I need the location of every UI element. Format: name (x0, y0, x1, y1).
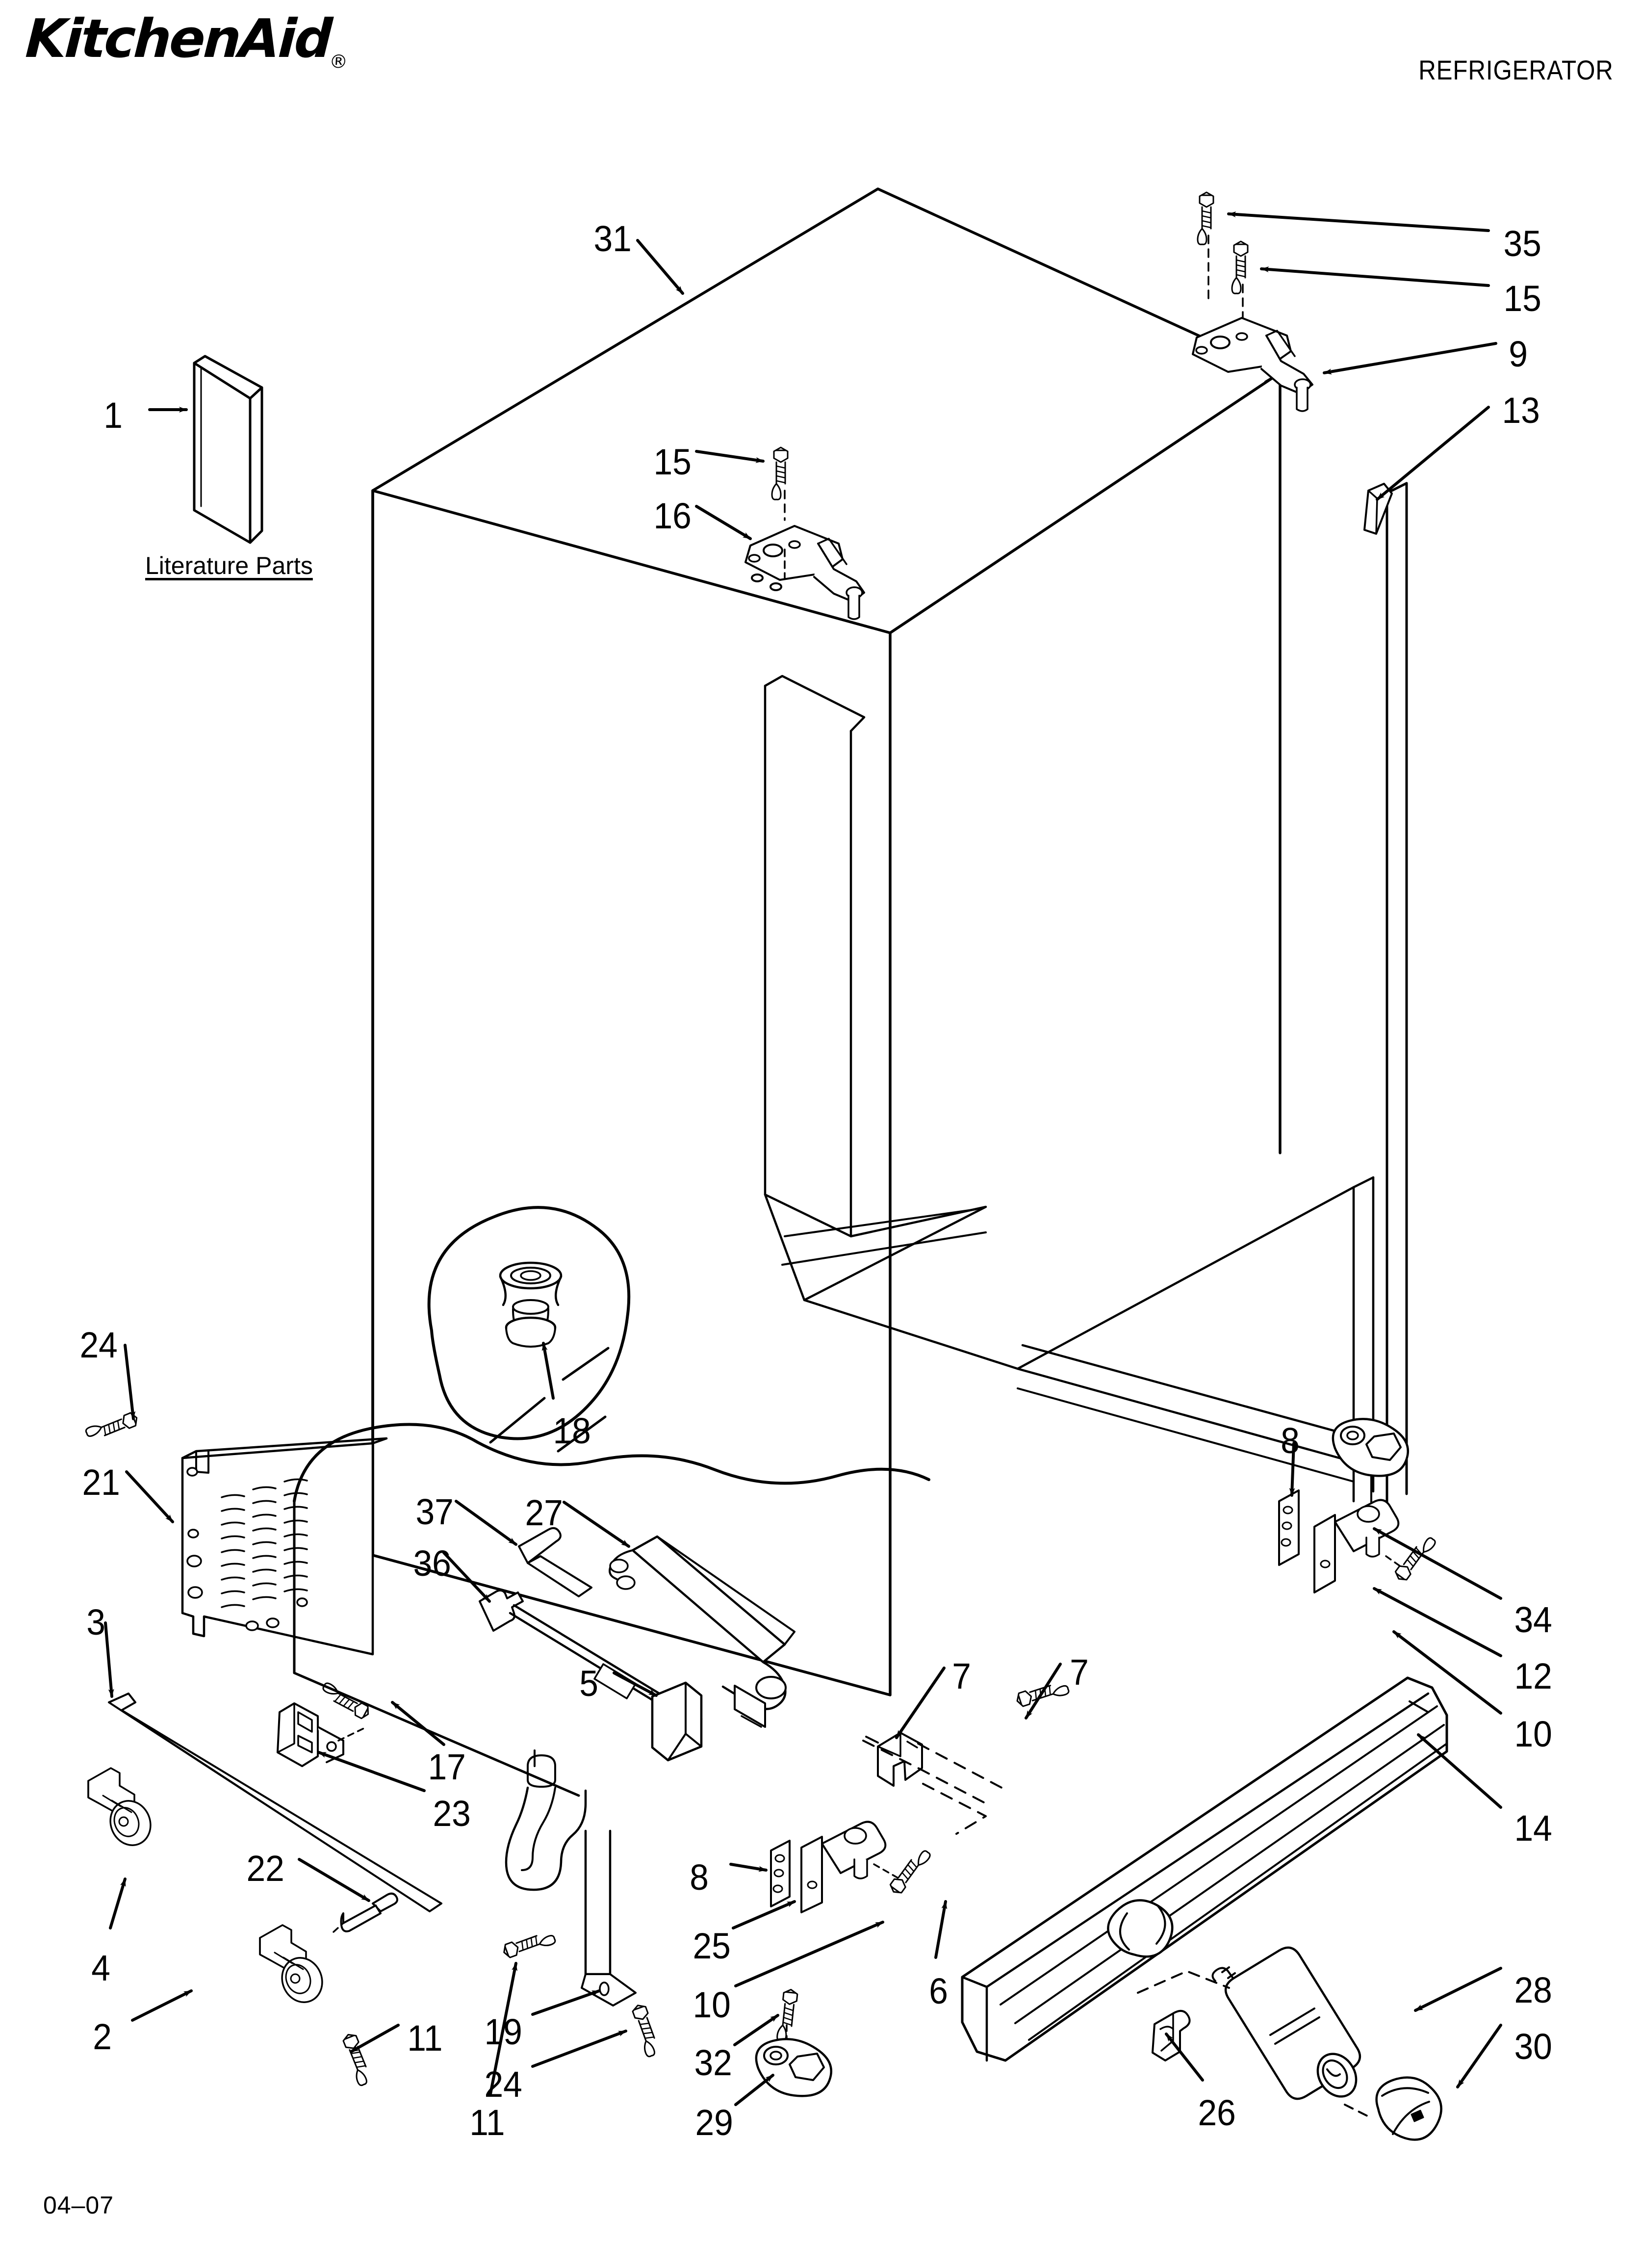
base-grille-drawing (961, 1676, 1448, 2062)
callout-screw-roller-2: 11 (469, 2102, 505, 2143)
revision-date-code: 04–07 (43, 2191, 114, 2219)
grommet-plug-drawing (499, 1261, 563, 1348)
callout-compressor-cover-block: 5 (579, 1663, 598, 1704)
callout-filter-retainer-clip: 26 (1198, 2092, 1236, 2133)
callout-screw-clip-left: 7 (952, 1656, 971, 1696)
callout-screw-leveling-right: 10 (1514, 1714, 1552, 1754)
top-hinge-left-drawing (744, 447, 865, 620)
callout-leveling-bracket: 25 (693, 1926, 731, 1966)
cabinet-brace-rod-drawing (108, 1693, 442, 1912)
callout-tube-connector: 37 (415, 1491, 454, 1532)
leader-lines (104, 211, 1502, 2106)
callout-leveling-cam-right: 34 (1514, 1599, 1552, 1640)
grille-clip-drawing (862, 1678, 1070, 1835)
callout-lower-hinge-bracket: 23 (433, 1793, 471, 1834)
callout-screw-upper-hinge: 35 (1503, 223, 1541, 264)
callout-grommet-plug: 18 (553, 1410, 591, 1451)
callout-screw-drain-clamp: 24 (484, 2064, 522, 2105)
callout-shim-plate-left: 8 (690, 1857, 709, 1898)
roller-assemblies-drawing (88, 1768, 556, 2086)
callout-filter-end-cap: 30 (1514, 2026, 1552, 2067)
top-hinge-right-drawing (1192, 192, 1313, 412)
page-title: REFRIGERATOR (1418, 54, 1614, 85)
callout-top-hinge-right: 9 (1509, 334, 1528, 374)
callout-roller-assembly-right: 2 (93, 2016, 112, 2057)
callout-screw-leveling-leg: 32 (694, 2042, 732, 2083)
literature-packet-drawing (193, 355, 263, 544)
callout-cabinet-brace-rod: 3 (86, 1602, 105, 1642)
callout-screw-roller: 11 (407, 2018, 443, 2059)
callout-screw-leveling-bracket: 10 (693, 1984, 731, 2025)
callout-drain-tube-bracket: 19 (484, 2011, 522, 2052)
callout-shim-plate-right: 8 (1281, 1420, 1300, 1461)
callout-leveling-bracket-right: 12 (1514, 1656, 1552, 1696)
callout-screw-hinge-left: 15 (653, 442, 692, 482)
callout-screw-access-cover: 24 (79, 1325, 118, 1365)
callout-grille-mount-clip: 6 (929, 1971, 948, 2011)
lower-hinge-bracket-drawing (277, 1682, 372, 1767)
callout-cabinet-top-panel: 31 (593, 218, 632, 259)
callout-roller-assembly-left: 4 (91, 1948, 110, 1988)
callout-literature-packet: 1 (103, 395, 123, 436)
rear-access-cover-drawing (85, 1409, 388, 1656)
callout-top-hinge-left: 16 (653, 495, 692, 536)
callout-water-filter-cartridge: 28 (1514, 1970, 1552, 2010)
callout-condenser-fan-shroud: 27 (525, 1492, 563, 1533)
callout-screw-clip-right: 7 (1070, 1652, 1089, 1693)
callout-screw-hinge: 15 (1503, 278, 1541, 319)
callout-leveling-leg-cam: 29 (695, 2102, 733, 2143)
literature-parts-label: Literature Parts (145, 552, 313, 579)
callout-water-valve-fitting: 36 (413, 1543, 451, 1584)
right-leveling-assembly-drawing (1278, 1418, 1437, 1593)
condenser-cluster-drawing (293, 1423, 930, 1797)
cabinet-body-drawing (371, 187, 1408, 1696)
callout-screw-hinge-bracket: 17 (428, 1747, 466, 1787)
callout-roller-shaft-pin: 22 (246, 1848, 284, 1889)
left-leveling-assembly-drawing (755, 1821, 931, 2097)
grommet-breakout-balloon (427, 1206, 631, 1453)
drain-tube-drawing (505, 1749, 662, 2058)
water-filter-drawing (1137, 1946, 1442, 2141)
callout-base-grille: 14 (1514, 1808, 1552, 1849)
callout-hinge-pin-cover: 13 (1502, 390, 1540, 431)
callout-rear-access-cover: 21 (82, 1462, 120, 1503)
